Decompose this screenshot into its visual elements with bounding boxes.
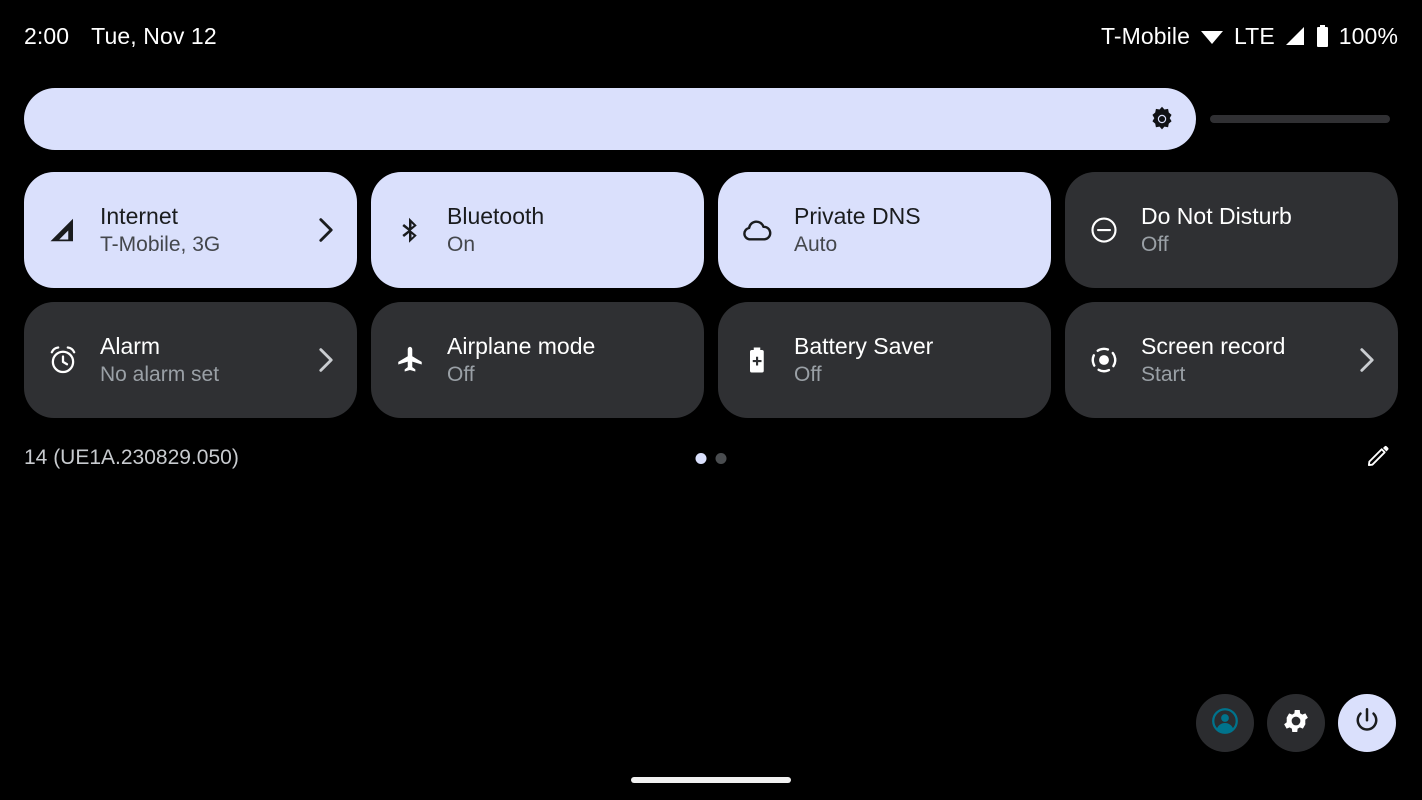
signal-cellular-icon [46, 213, 80, 247]
status-bar: 2:00 Tue, Nov 12 T-Mobile LTE 100% [0, 0, 1422, 72]
edit-tiles-button[interactable] [1358, 438, 1398, 478]
chevron-right-icon[interactable] [315, 343, 337, 377]
status-bar-right: T-Mobile LTE 100% [1101, 23, 1398, 50]
tile-do-not-disturb-labels: Do Not Disturb Off [1141, 202, 1378, 258]
tile-screen-record-labels: Screen record Start [1141, 332, 1346, 388]
tile-screen-record-title: Screen record [1141, 333, 1286, 359]
brightness-slider-track[interactable] [1210, 115, 1390, 123]
tile-alarm[interactable]: Alarm No alarm set [24, 302, 357, 418]
tile-airplane-mode-title: Airplane mode [447, 333, 596, 359]
tile-alarm-subtitle: No alarm set [100, 363, 220, 386]
status-bar-left: 2:00 Tue, Nov 12 [24, 23, 217, 50]
tile-bluetooth-labels: Bluetooth On [447, 202, 684, 258]
tile-internet-title: Internet [100, 203, 178, 229]
quick-settings-footer: 14 (UE1A.230829.050) [24, 436, 1398, 480]
pencil-edit-icon [1365, 443, 1391, 474]
tile-alarm-labels: Alarm No alarm set [100, 332, 305, 388]
page-indicator [695, 452, 727, 464]
tile-bluetooth-title: Bluetooth [447, 203, 545, 229]
do-not-disturb-icon [1087, 213, 1121, 247]
alarm-clock-icon [46, 343, 80, 377]
page-dot-2[interactable] [715, 452, 727, 464]
power-icon [1352, 706, 1382, 741]
chevron-right-icon[interactable] [1356, 343, 1378, 377]
tile-private-dns-subtitle: Auto [794, 233, 838, 256]
build-number-label: 14 (UE1A.230829.050) [24, 446, 239, 469]
tile-bluetooth[interactable]: Bluetooth On [371, 172, 704, 288]
brightness-slider[interactable] [24, 88, 1398, 150]
tile-battery-saver-subtitle: Off [794, 363, 822, 386]
footer-action-buttons [1196, 694, 1396, 752]
tile-airplane-mode-labels: Airplane mode Off [447, 332, 684, 388]
home-indicator[interactable] [631, 777, 791, 783]
brightness-slider-fill[interactable] [24, 88, 1196, 150]
tile-do-not-disturb[interactable]: Do Not Disturb Off [1065, 172, 1398, 288]
tile-bluetooth-subtitle: On [447, 233, 476, 256]
power-button[interactable] [1338, 694, 1396, 752]
chevron-right-icon[interactable] [315, 213, 337, 247]
tile-alarm-title: Alarm [100, 333, 161, 359]
quick-settings-tiles: Internet T-Mobile, 3G Bluetooth On [24, 172, 1398, 418]
tile-do-not-disturb-title: Do Not Disturb [1141, 203, 1292, 229]
tile-battery-saver-title: Battery Saver [794, 333, 934, 359]
screen-record-icon [1087, 343, 1121, 377]
status-bar-network-type: LTE [1233, 22, 1275, 49]
brightness-sun-icon [1148, 105, 1176, 133]
tile-screen-record-subtitle: Start [1141, 363, 1186, 386]
status-bar-clock: 2:00 [24, 22, 70, 49]
tile-private-dns-title: Private DNS [794, 203, 921, 229]
tile-do-not-disturb-subtitle: Off [1141, 233, 1169, 256]
tile-battery-saver[interactable]: Battery Saver Off [718, 302, 1051, 418]
tile-internet-labels: Internet T-Mobile, 3G [100, 202, 305, 258]
user-avatar-icon [1210, 706, 1240, 741]
bluetooth-icon [393, 213, 427, 247]
status-bar-carrier: T-Mobile [1100, 22, 1190, 49]
tile-screen-record[interactable]: Screen record Start [1065, 302, 1398, 418]
battery-saver-icon [740, 343, 774, 377]
cloud-icon [740, 213, 774, 247]
status-bar-date: Tue, Nov 12 [91, 22, 217, 49]
page-dot-1[interactable] [695, 452, 707, 464]
tile-airplane-mode[interactable]: Airplane mode Off [371, 302, 704, 418]
gear-icon [1281, 706, 1311, 741]
status-bar-battery-percent: 100% [1338, 22, 1398, 49]
signal-cellular-icon [1284, 25, 1306, 47]
user-switcher-button[interactable] [1196, 694, 1254, 752]
tile-private-dns[interactable]: Private DNS Auto [718, 172, 1051, 288]
airplane-icon [393, 343, 427, 377]
tile-airplane-mode-subtitle: Off [447, 363, 475, 386]
tile-private-dns-labels: Private DNS Auto [794, 202, 1031, 258]
tile-internet[interactable]: Internet T-Mobile, 3G [24, 172, 357, 288]
wifi-icon [1199, 24, 1225, 48]
tile-battery-saver-labels: Battery Saver Off [794, 332, 1031, 388]
battery-full-icon [1315, 24, 1330, 48]
settings-button[interactable] [1267, 694, 1325, 752]
tile-internet-subtitle: T-Mobile, 3G [100, 233, 221, 256]
